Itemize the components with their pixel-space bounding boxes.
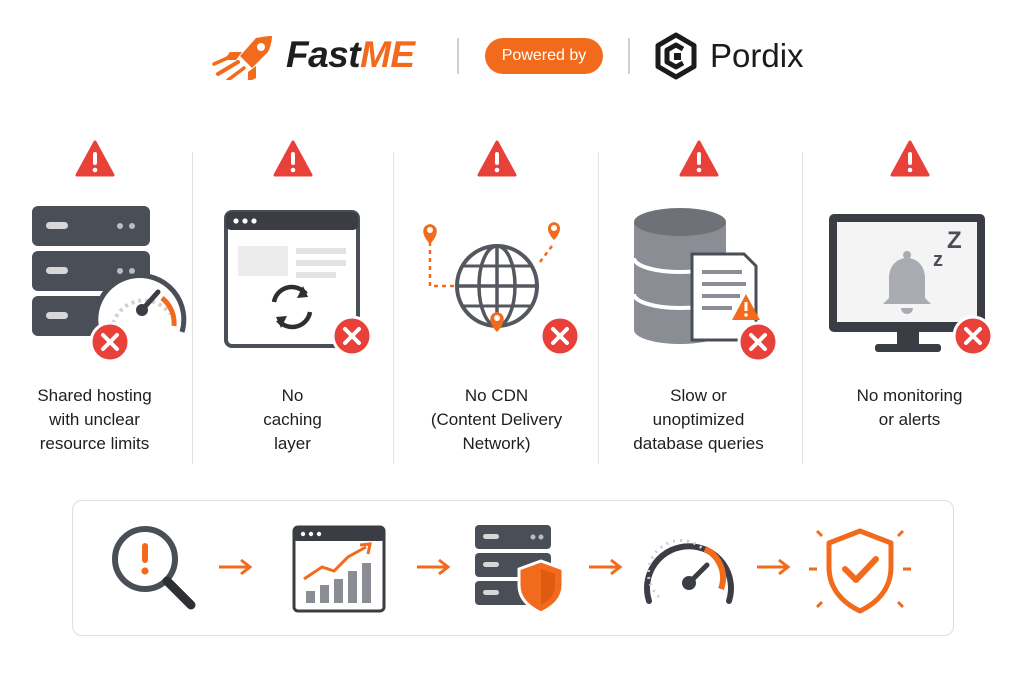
solution-process-bar	[72, 500, 954, 636]
header-divider	[628, 38, 630, 74]
monitor-sleeping-bell-icon: z Z	[829, 214, 994, 357]
server-speedometer-icon	[32, 206, 187, 363]
warning-icon	[890, 140, 929, 177]
warning-icon	[75, 140, 114, 177]
pordix-logo-icon	[655, 32, 697, 80]
powered-by-badge: Powered by	[485, 38, 603, 74]
svg-text:z: z	[933, 249, 943, 271]
browser-refresh-icon	[224, 210, 373, 357]
warning-icon	[273, 140, 312, 177]
header-divider	[457, 38, 459, 74]
database-document-icon	[632, 208, 779, 363]
column-divider	[598, 152, 599, 464]
arrow-right-icon	[757, 558, 791, 576]
column-divider	[802, 152, 803, 464]
column-divider	[192, 152, 193, 464]
globe-locations-icon	[423, 222, 581, 357]
arrow-right-icon	[417, 558, 451, 576]
column-divider	[393, 152, 394, 464]
speedometer-icon	[644, 538, 734, 604]
server-shield-icon	[475, 525, 565, 615]
arrow-right-icon	[219, 558, 253, 576]
partner-name: Pordix	[710, 37, 804, 74]
shield-check-icon	[809, 528, 911, 614]
brand-name: FastME	[286, 34, 415, 75]
svg-text:Z: Z	[947, 227, 962, 254]
warning-icon	[477, 140, 516, 177]
browser-growth-chart-icon	[292, 525, 386, 613]
arrow-right-icon	[589, 558, 623, 576]
warning-icon	[679, 140, 718, 177]
magnifier-alert-icon	[112, 526, 196, 610]
header: FastME Powered by Pordix	[0, 28, 1024, 84]
rocket-logo-icon	[212, 36, 272, 80]
